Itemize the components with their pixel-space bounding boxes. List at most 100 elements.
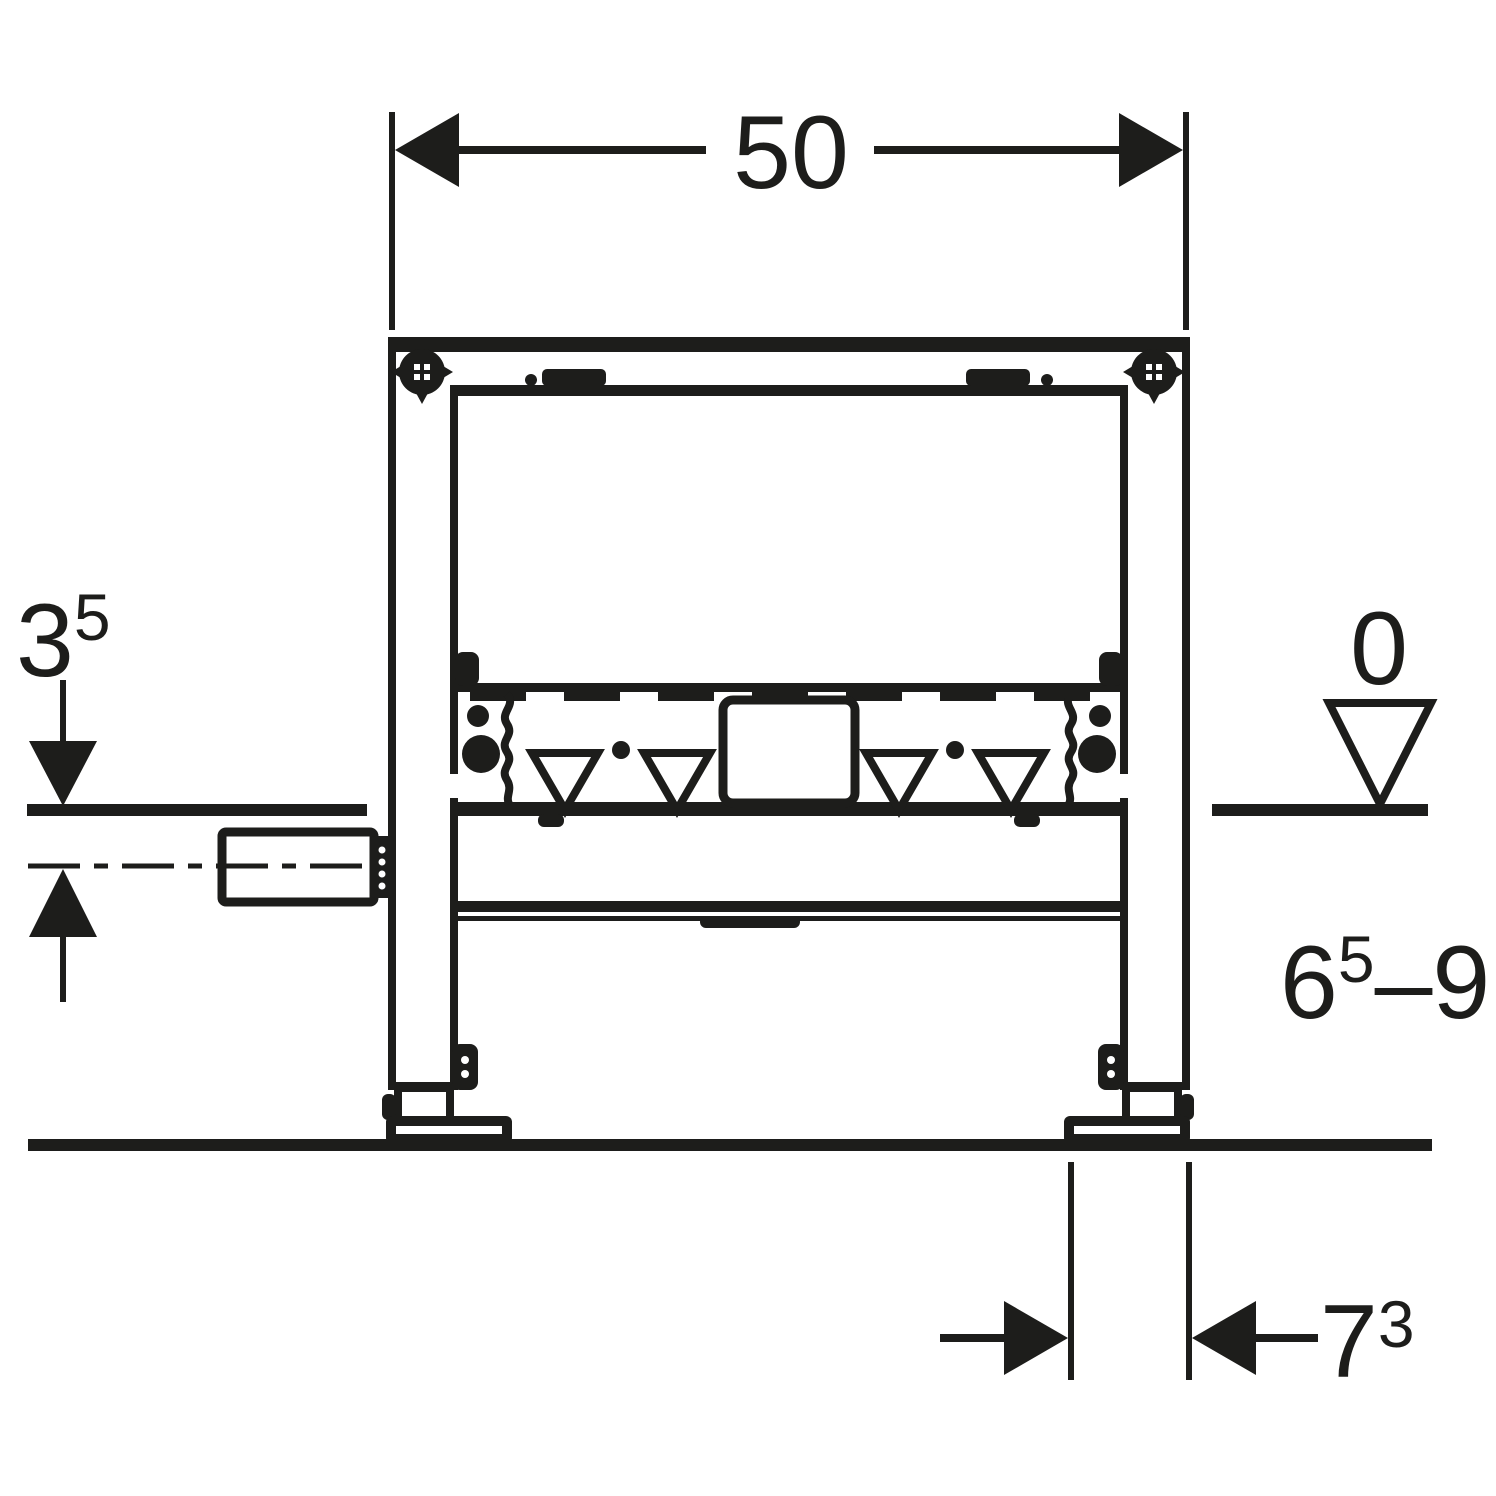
level-marker-icon bbox=[1322, 699, 1438, 813]
dimension-50-label: 50 bbox=[733, 95, 849, 211]
arrowhead-icon bbox=[29, 741, 97, 806]
left-leg-inner bbox=[450, 385, 458, 1090]
corner-fitting-icon bbox=[391, 349, 453, 404]
pipe-connector bbox=[370, 836, 394, 898]
fitting-hole bbox=[1156, 374, 1162, 380]
fitting-hole bbox=[1156, 364, 1162, 370]
upper-rail bbox=[450, 385, 1128, 396]
fitting-nub bbox=[1175, 366, 1185, 378]
fitting-nub bbox=[443, 366, 453, 378]
connector-hole bbox=[378, 882, 386, 890]
flow-triangle-icon bbox=[859, 749, 939, 818]
leg-clamp bbox=[452, 1044, 478, 1090]
fitting-hole bbox=[414, 364, 420, 370]
rail-bracket-right bbox=[1063, 652, 1128, 806]
arrowhead-icon bbox=[29, 869, 97, 937]
foot-plate-slot bbox=[1074, 1126, 1180, 1134]
fitting-hole bbox=[1146, 364, 1152, 370]
flow-triangle-icon bbox=[637, 749, 717, 818]
arrowhead-icon bbox=[395, 113, 459, 187]
flow-triangle-icon bbox=[525, 749, 605, 818]
dimension-73-main: 7 bbox=[1320, 1284, 1378, 1400]
fixing-dot bbox=[946, 741, 964, 759]
dimension-73: 73 bbox=[940, 1162, 1415, 1400]
bracket-edge bbox=[1063, 691, 1078, 806]
rail-bracket-left bbox=[450, 652, 515, 806]
flow-triangle-icon bbox=[971, 749, 1051, 818]
dimension-65-9-sup: 5 bbox=[1338, 922, 1375, 996]
bracket-clip bbox=[455, 652, 479, 686]
bracket-notch bbox=[1114, 774, 1128, 798]
fitting-body bbox=[1131, 349, 1177, 395]
dimension-73-label: 73 bbox=[1320, 1284, 1415, 1400]
connector-hole bbox=[378, 870, 386, 878]
bracket-bolt bbox=[1078, 735, 1116, 773]
fixing-dot bbox=[612, 741, 630, 759]
bracket-bolt bbox=[462, 735, 500, 773]
dimension-65-9-rest: –9 bbox=[1375, 925, 1491, 1041]
dimension-35-sup: 5 bbox=[74, 580, 111, 654]
bracket-edge bbox=[500, 691, 515, 806]
right-leg-inner bbox=[1120, 385, 1128, 1090]
rail-tab bbox=[1014, 814, 1040, 827]
rail-clip bbox=[542, 369, 606, 386]
dimension-35: 35 bbox=[16, 580, 111, 1002]
connector-hole bbox=[378, 858, 386, 866]
bracket-bolt bbox=[467, 705, 489, 727]
foot-plate-slot bbox=[396, 1126, 502, 1134]
dimension-50: 50 bbox=[389, 95, 1189, 330]
crossmember-bottom-line bbox=[450, 901, 1128, 912]
dimension-65-9-label: 65–9 bbox=[1280, 922, 1490, 1041]
fitting-nub bbox=[1148, 393, 1160, 404]
bracket-bolt bbox=[1089, 705, 1111, 727]
frame-top-bar bbox=[388, 337, 1190, 352]
dimension-73-sup: 3 bbox=[1378, 1287, 1415, 1361]
fitting-hole bbox=[414, 374, 420, 380]
left-leg-outer bbox=[388, 337, 396, 1090]
fitting-hole bbox=[1146, 374, 1152, 380]
arrowhead-icon bbox=[1119, 113, 1183, 187]
finished-floor-line-right bbox=[1212, 804, 1428, 816]
foot-lock bbox=[1180, 1094, 1194, 1120]
fitting-body bbox=[399, 349, 445, 395]
clamp-hole bbox=[1107, 1070, 1115, 1078]
dimension-35-label: 35 bbox=[16, 580, 111, 699]
rail-clip bbox=[966, 369, 1030, 386]
floor-line bbox=[28, 1139, 1432, 1151]
fitting-nub bbox=[391, 366, 401, 378]
fitting-hole bbox=[424, 374, 430, 380]
drain-connection-box bbox=[718, 695, 860, 808]
clamp-hole bbox=[461, 1070, 469, 1078]
crossmember-center-tab bbox=[700, 916, 800, 928]
right-leg-outer bbox=[1182, 337, 1190, 1090]
clamp-hole bbox=[1107, 1056, 1115, 1064]
water-supply-connection bbox=[27, 804, 394, 907]
rail-bottom-chord bbox=[450, 802, 1128, 816]
finished-floor-line-left bbox=[27, 804, 367, 816]
arrowhead-icon bbox=[1192, 1301, 1256, 1375]
dimension-35-main: 3 bbox=[16, 583, 74, 699]
lower-crossmember bbox=[450, 901, 1128, 928]
rail-rivet bbox=[1041, 374, 1053, 386]
rail-tab bbox=[538, 814, 564, 827]
fitting-hole bbox=[424, 364, 430, 370]
arrowhead-icon bbox=[1004, 1301, 1068, 1375]
rail-top-chord bbox=[450, 683, 1128, 692]
leg-clamp bbox=[1098, 1044, 1124, 1090]
corner-fitting-icon bbox=[1123, 349, 1185, 404]
clamp-hole bbox=[461, 1056, 469, 1064]
bracket-notch bbox=[450, 774, 464, 798]
fitting-nub bbox=[416, 393, 428, 404]
connector-hole bbox=[378, 846, 386, 854]
floor-and-feet bbox=[28, 1044, 1432, 1151]
dimension-65-9-main: 6 bbox=[1280, 925, 1338, 1041]
fitting-nub bbox=[1123, 366, 1133, 378]
level-zero-label: 0 bbox=[1350, 591, 1408, 707]
level-marker: 0 bbox=[1212, 591, 1438, 816]
drain-mounting-rail bbox=[450, 652, 1128, 827]
mounting-frame bbox=[388, 337, 1190, 1090]
rail-rivet bbox=[525, 374, 537, 386]
foot-lock bbox=[382, 1094, 396, 1120]
